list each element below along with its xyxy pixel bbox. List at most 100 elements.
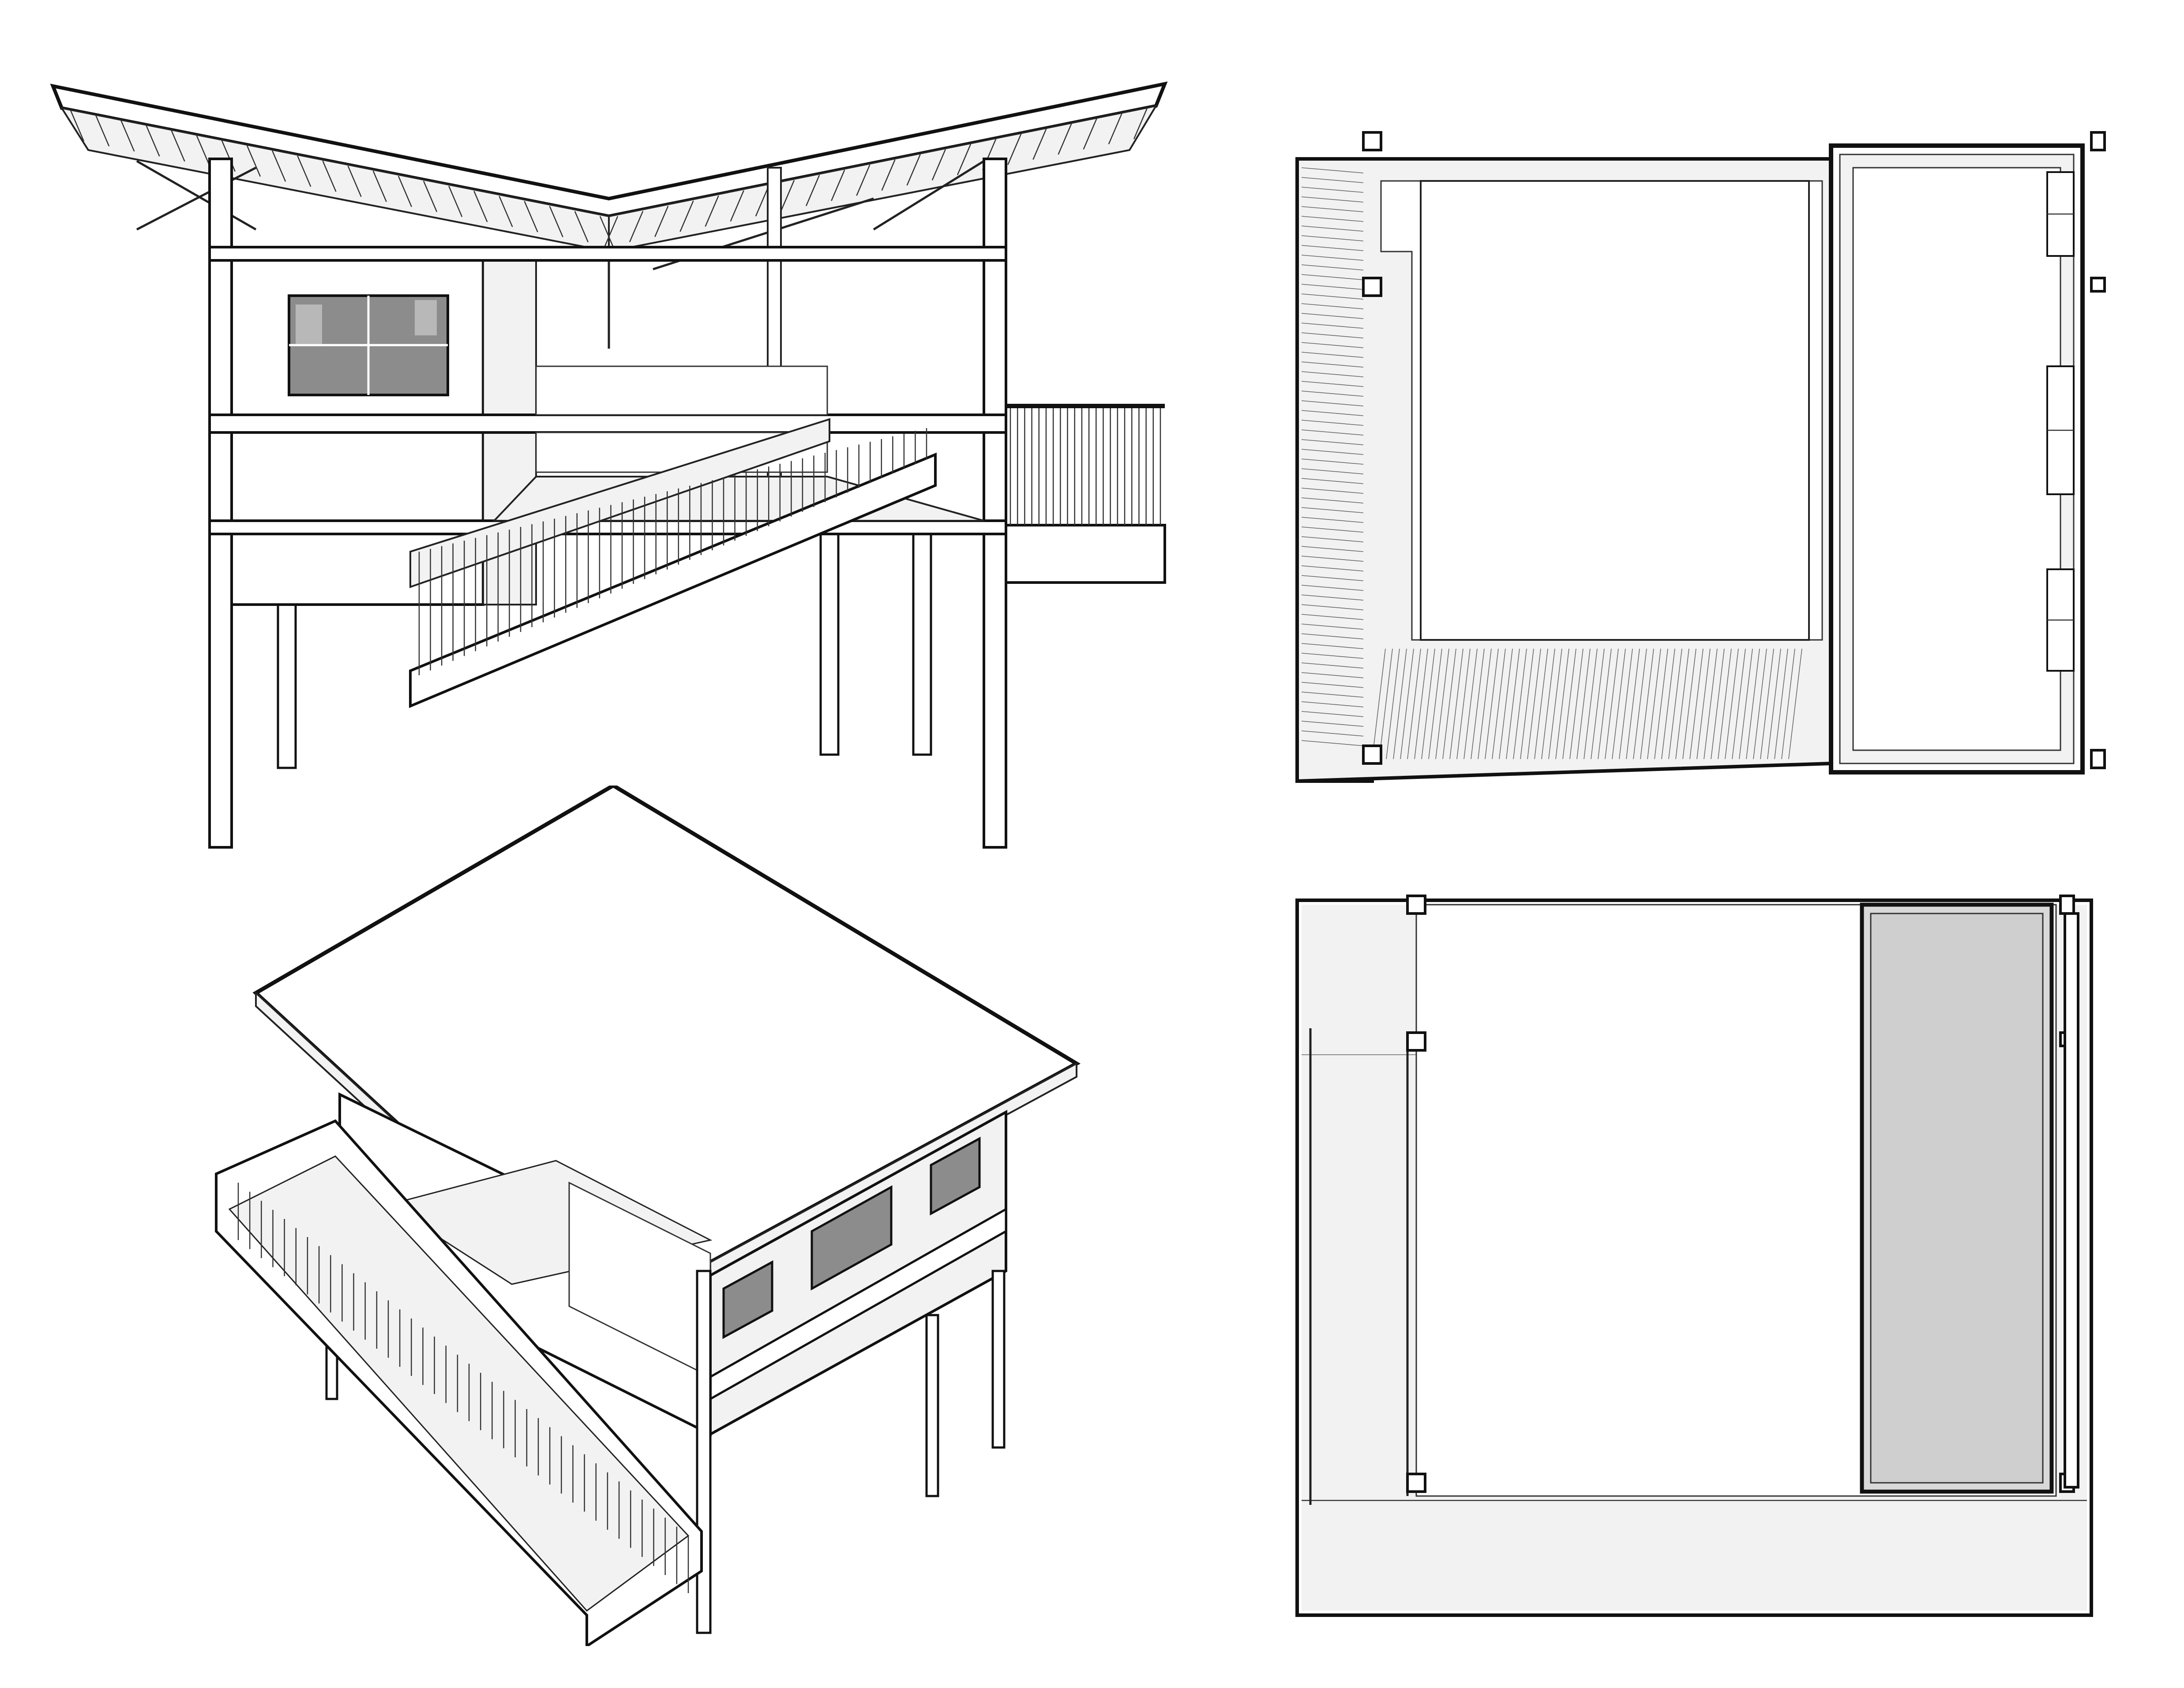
- deck-board: [1301, 497, 1364, 504]
- deck-board: [1301, 410, 1364, 416]
- deck-board: [1534, 648, 1548, 759]
- rafter: [120, 120, 135, 152]
- deck-board: [1301, 313, 1364, 319]
- rafter: [171, 130, 185, 162]
- rafter: [831, 169, 845, 201]
- deck-board: [1442, 648, 1456, 759]
- roof-rafters-left: [70, 110, 614, 248]
- rafter: [705, 195, 719, 227]
- deck-board: [1675, 648, 1689, 759]
- deck-board: [1605, 648, 1619, 759]
- ramp: [409, 418, 937, 708]
- deck-board: [1619, 648, 1633, 759]
- rafter: [1083, 118, 1097, 150]
- deck-board: [1301, 721, 1364, 727]
- rafter: [246, 145, 261, 177]
- deck-board: [1640, 648, 1654, 759]
- deck-board: [1598, 648, 1612, 759]
- rafter: [1108, 113, 1123, 145]
- deck-board: [1301, 167, 1364, 173]
- rafter: [322, 160, 337, 192]
- deck-board: [1704, 648, 1718, 759]
- deck-board: [1753, 648, 1767, 759]
- rafter: [957, 144, 972, 176]
- deck-board: [1301, 575, 1364, 581]
- deck-board: [1612, 648, 1626, 759]
- rafter: [679, 200, 694, 232]
- deck-board: [1301, 342, 1364, 348]
- deck-board: [1428, 648, 1442, 759]
- front-section-view: [35, 66, 1182, 874]
- rafter: [1032, 128, 1047, 160]
- butterfly-roof: [50, 81, 1168, 349]
- deck-board: [1774, 648, 1788, 759]
- deck-board: [1301, 594, 1364, 601]
- deck-board: [1301, 711, 1364, 717]
- deck-board: [1781, 648, 1795, 759]
- deck-board: [1393, 648, 1407, 759]
- deck-board: [1301, 488, 1364, 494]
- rafter: [780, 180, 795, 211]
- ramp-balusters: [418, 428, 927, 675]
- deck-board: [1301, 332, 1364, 338]
- deck-board: [1562, 648, 1576, 759]
- deck-board: [1682, 648, 1696, 759]
- rafter: [755, 185, 770, 217]
- deck-board: [1301, 420, 1364, 426]
- deck-board: [1301, 536, 1364, 542]
- deck-board: [1520, 648, 1534, 759]
- deck-board: [1301, 585, 1364, 591]
- deck-board: [1689, 648, 1704, 759]
- rafter: [499, 195, 513, 227]
- deck-board: [1407, 648, 1421, 759]
- deck-board: [1301, 701, 1364, 707]
- deck-board: [1718, 648, 1732, 759]
- deck-board: [1499, 648, 1513, 759]
- side-deck: [1005, 404, 1166, 584]
- deck-board: [1591, 648, 1605, 759]
- deck-board: [1668, 648, 1682, 759]
- rafter: [146, 125, 160, 157]
- open-porch: [492, 365, 984, 522]
- rafter: [906, 154, 921, 186]
- deck-board: [1478, 648, 1492, 759]
- rafter: [629, 211, 644, 242]
- deck-board: [1301, 264, 1364, 271]
- rafter: [730, 190, 744, 222]
- rafter: [1007, 133, 1022, 165]
- deck-board: [1301, 245, 1364, 251]
- deck-board: [1654, 648, 1668, 759]
- rafter: [70, 110, 85, 142]
- deck-board: [1372, 648, 1386, 759]
- roof-plan-view: [1284, 887, 2118, 1637]
- deck-board: [1379, 648, 1393, 759]
- deck-board: [1301, 478, 1364, 484]
- deck-board: [1301, 459, 1364, 465]
- deck-board: [1301, 682, 1364, 688]
- rafter: [398, 176, 413, 207]
- deck-board: [1301, 381, 1364, 387]
- deck-board: [1725, 648, 1739, 759]
- deck-board: [1541, 648, 1555, 759]
- deck-board: [1760, 648, 1774, 759]
- deck-board: [1301, 449, 1364, 455]
- deck-board: [1301, 692, 1364, 698]
- deck-board: [1386, 648, 1400, 759]
- deck-board: [1626, 648, 1640, 759]
- axo-ramp-balusters: [237, 1183, 689, 1593]
- rafter: [297, 155, 311, 187]
- axo-right-wall: [709, 1109, 1007, 1437]
- deck-boards-left: [1301, 167, 1364, 746]
- deck-board: [1456, 648, 1471, 759]
- deck-board: [1301, 371, 1364, 377]
- axo-window: [930, 1136, 981, 1216]
- plan-columns: [1362, 131, 2106, 769]
- axo-ramp: [215, 1119, 703, 1646]
- rafter: [448, 185, 463, 217]
- deck-balusters: [1009, 408, 1161, 525]
- deck-board: [1633, 648, 1647, 759]
- deck-board: [1301, 187, 1364, 193]
- deck-board: [1400, 648, 1414, 759]
- deck-board: [1301, 633, 1364, 639]
- deck-board: [1301, 391, 1364, 397]
